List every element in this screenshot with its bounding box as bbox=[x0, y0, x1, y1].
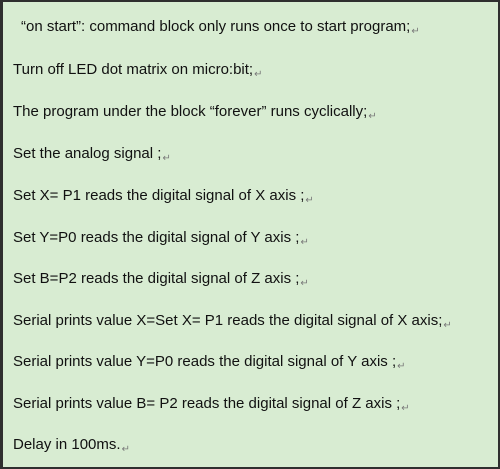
instruction-line-1: “on start”: command block only runs once… bbox=[21, 18, 420, 37]
paragraph-mark-icon: ↵ bbox=[401, 403, 410, 414]
instruction-text-5: Set X= P1 reads the digital signal of X … bbox=[13, 187, 305, 204]
instruction-line-5: Set X= P1 reads the digital signal of X … bbox=[13, 187, 314, 206]
instruction-text-8: Serial prints value X=Set X= P1 reads th… bbox=[13, 312, 443, 329]
instruction-line-3: The program under the block “forever” ru… bbox=[13, 103, 377, 122]
paragraph-mark-icon: ↵ bbox=[254, 69, 263, 80]
paragraph-mark-icon: ↵ bbox=[397, 361, 406, 372]
paragraph-mark-icon: ↵ bbox=[162, 153, 171, 164]
instruction-line-6: Set Y=P0 reads the digital signal of Y a… bbox=[13, 229, 309, 248]
paragraph-mark-icon: ↵ bbox=[300, 237, 309, 248]
instruction-text-6: Set Y=P0 reads the digital signal of Y a… bbox=[13, 229, 300, 246]
instruction-text-3: The program under the block “forever” ru… bbox=[13, 103, 368, 120]
paragraph-mark-icon: ↵ bbox=[368, 111, 377, 122]
paragraph-mark-icon: ↵ bbox=[443, 320, 452, 331]
instruction-text-10: Serial prints value B= P2 reads the digi… bbox=[13, 395, 401, 412]
instruction-text-4: Set the analog signal ; bbox=[13, 145, 162, 162]
paragraph-mark-icon: ↵ bbox=[300, 278, 309, 289]
instruction-line-10: Serial prints value B= P2 reads the digi… bbox=[13, 395, 410, 414]
instruction-text-9: Serial prints value Y=P0 reads the digit… bbox=[13, 353, 397, 370]
instruction-line-7: Set B=P2 reads the digital signal of Z a… bbox=[13, 270, 309, 289]
paragraph-mark-icon: ↵ bbox=[305, 195, 314, 206]
instruction-line-8: Serial prints value X=Set X= P1 reads th… bbox=[13, 312, 452, 331]
instruction-text-1: “on start”: command block only runs once… bbox=[21, 18, 411, 35]
instruction-line-9: Serial prints value Y=P0 reads the digit… bbox=[13, 353, 406, 372]
instruction-text-11: Delay in 100ms. bbox=[13, 436, 121, 453]
instruction-text-2: Turn off LED dot matrix on micro:bit; bbox=[13, 61, 254, 78]
instruction-text-7: Set B=P2 reads the digital signal of Z a… bbox=[13, 270, 300, 287]
paragraph-mark-icon: ↵ bbox=[411, 26, 420, 37]
instruction-line-11: Delay in 100ms.↵ bbox=[13, 436, 130, 455]
instruction-line-4: Set the analog signal ;↵ bbox=[13, 145, 171, 164]
instruction-line-2: Turn off LED dot matrix on micro:bit;↵ bbox=[13, 61, 262, 80]
paragraph-mark-icon: ↵ bbox=[121, 444, 130, 455]
